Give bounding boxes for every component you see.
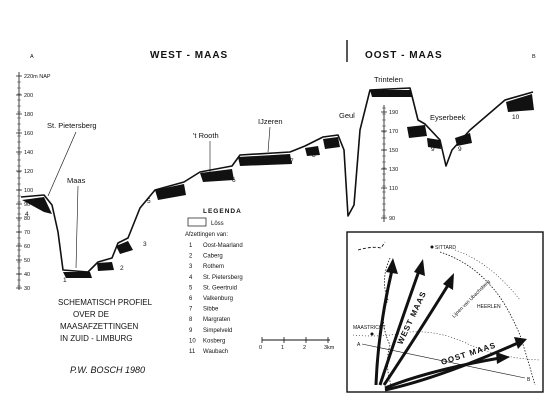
label-maas: Maas — [67, 176, 86, 185]
left-axis-label: 30 — [24, 286, 30, 292]
scale-bar: 0 1 2 3km — [259, 337, 335, 351]
legend-item-number: 4 — [189, 275, 193, 281]
scale-label-1: 1 — [281, 345, 284, 351]
terrace-number-9a: 9 — [329, 143, 333, 150]
title-line-4: IN ZUID - LIMBURG — [60, 334, 132, 343]
inset-map: SITTARD MAASTRICHT HEERLEN Lijnen van Ub… — [346, 231, 544, 393]
legend-item-name: St. Geertruid — [203, 285, 237, 291]
left-axis-label: 40 — [24, 272, 30, 278]
legend-item-number: 3 — [189, 264, 193, 270]
left-axis-label: 120 — [24, 169, 33, 175]
left-axis-label: 100 — [24, 188, 33, 194]
right-axis-label: 90 — [389, 216, 395, 222]
title-line-1: SCHEMATISCH PROFIEL — [58, 298, 153, 307]
corner-label-a: A — [30, 54, 34, 60]
legend-item-name: Margraten — [203, 317, 230, 323]
terrace-number-9b: 9 — [431, 146, 435, 153]
legend-item-number: 9 — [189, 328, 193, 334]
left-axis-label: 60 — [24, 244, 30, 250]
scale-label-2: 2 — [303, 345, 306, 351]
terrace-number-1: 1 — [63, 277, 67, 284]
map-marker-a: A — [357, 342, 361, 348]
legend-item-name: Kosberg — [203, 338, 225, 344]
left-axis-label: 90 — [24, 202, 30, 208]
terrace-number-5: 5 — [147, 198, 151, 205]
left-axis-label: 220m NAP — [24, 74, 51, 80]
left-axis-label: 80 — [24, 216, 30, 222]
right-axis-label: 130 — [389, 167, 398, 173]
legend-subheading: Afzettingen van: — [185, 232, 228, 238]
legend-item-number: 11 — [189, 349, 196, 355]
legend-item-name: Sibbe — [203, 307, 219, 313]
legend-item-name: Rothem — [203, 264, 224, 270]
legend-item-name: St. Pietersberg — [203, 275, 243, 281]
left-axis-label: 160 — [24, 131, 33, 137]
map-label-maastricht: MAASTRICHT — [353, 325, 386, 331]
legend-item-number: 1 — [189, 243, 193, 249]
legend-item-number: 2 — [189, 254, 193, 260]
terrace-number-4a: 4 — [25, 211, 29, 218]
terrace-number-6: 6 — [232, 177, 236, 184]
deposit-layers — [22, 90, 534, 278]
legend-loss: Löss — [211, 221, 224, 227]
title-block: SCHEMATISCH PROFIEL OVER DE MAASAFZETTIN… — [58, 298, 153, 375]
left-axis-label: 200 — [24, 93, 33, 99]
right-axis-label: 190 — [389, 110, 398, 116]
loss-swatch — [187, 217, 207, 227]
left-axis-label: 50 — [24, 258, 30, 264]
legend-item-number: 6 — [189, 296, 193, 302]
terrace-number-8: 8 — [312, 152, 316, 159]
left-axis-label: 140 — [24, 150, 33, 156]
scale-label-3km: 3km — [324, 345, 335, 351]
oost-maas-heading: OOST - MAAS — [365, 50, 443, 61]
terrace-number-11: 11 — [387, 92, 394, 99]
label-trintelen: Trintelen — [374, 75, 403, 84]
terrain-profile-line — [20, 87, 534, 273]
terrace-number-10a: 10 — [408, 127, 416, 134]
legend-item-number: 10 — [189, 338, 196, 344]
legend-item-name: Oost-Maarland — [203, 243, 243, 249]
right-axis-label: 110 — [389, 186, 398, 192]
legend-item-name: Waubach — [203, 349, 228, 355]
right-axis-label: 150 — [389, 148, 398, 154]
terrace-number-10b: 10 — [512, 114, 520, 121]
legend-item-name: Valkenburg — [203, 296, 233, 302]
title-line-2: OVER DE — [73, 310, 109, 319]
west-maas-heading: WEST - MAAS — [150, 50, 228, 61]
legend-item-name: Simpelveld — [203, 328, 232, 334]
terrace-number-7: 7 — [290, 158, 294, 165]
legend: LEGENDA Löss Afzettingen van: 1 Oost-Maar… — [185, 208, 243, 355]
label-st-pietersberg: St. Pietersberg — [47, 121, 97, 130]
legend-item-number: 8 — [189, 317, 193, 323]
legend-item-name: Caberg — [203, 254, 223, 260]
legend-item-number: 5 — [189, 285, 193, 291]
legend-heading: LEGENDA — [203, 208, 242, 215]
left-axis-label: 180 — [24, 112, 33, 118]
label-rooth: 't Rooth — [193, 131, 219, 140]
right-elevation-axis: 190 170 150 130 110 90 — [381, 105, 398, 222]
right-axis-label: 170 — [389, 129, 398, 135]
label-ijzeren: IJzeren — [258, 117, 283, 126]
map-label-heerlen: HEERLEN — [477, 304, 501, 310]
scale-label-0: 0 — [259, 345, 262, 351]
map-label-sittard: SITTARD — [435, 245, 456, 251]
terrace-number-9c: 9 — [458, 146, 462, 153]
left-elevation-axis: 220m NAP 200 180 160 140 120 100 90 80 70 60 50 40 30 — [16, 72, 51, 292]
author-signature: P.W. BOSCH 1980 — [70, 365, 145, 375]
map-marker-b: B — [527, 377, 531, 383]
title-line-3: MAASAFZETTINGEN — [60, 322, 138, 331]
left-axis-label: 70 — [24, 230, 30, 236]
corner-label-b: B — [532, 54, 536, 60]
terrace-number-2: 2 — [120, 265, 124, 272]
terrace-number-3: 3 — [143, 241, 147, 248]
legend-item-number: 7 — [189, 307, 193, 313]
label-eyserbeek: Eyserbeek — [430, 113, 466, 122]
label-geul: Geul — [339, 111, 355, 120]
